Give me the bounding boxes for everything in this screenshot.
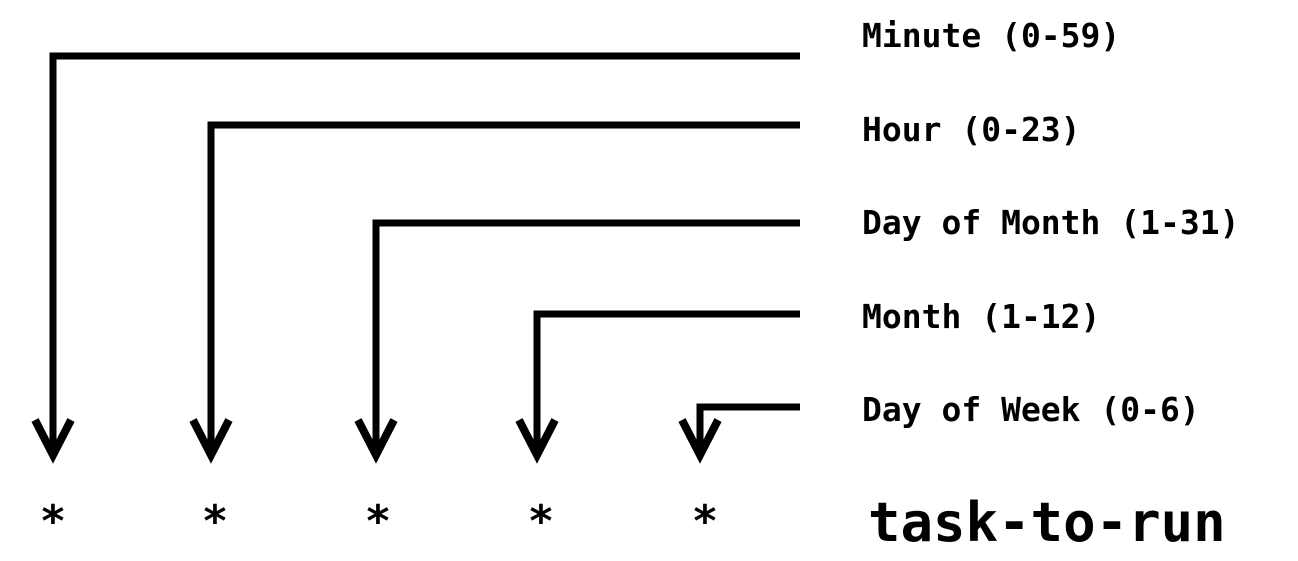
month-arrowhead: [515, 418, 559, 464]
hour-wildcard: *: [201, 496, 229, 547]
day-of-week-arrowhead: [678, 418, 722, 464]
hour-label: Hour (0-23): [862, 110, 1081, 149]
month-wildcard: *: [527, 496, 555, 547]
minute-arrowhead: [31, 418, 75, 464]
command-label: task-to-run: [868, 491, 1226, 554]
month-label: Month (1-12): [862, 297, 1101, 336]
day-of-month-wildcard: *: [364, 496, 392, 547]
minute-connector: [49, 52, 800, 455]
day-of-week-connector: [696, 403, 800, 455]
day-of-month-arrowhead: [354, 418, 398, 464]
day-of-month-label: Day of Month (1-31): [862, 203, 1240, 242]
day-of-month-connector: [372, 219, 800, 455]
day-of-week-wildcard: *: [691, 496, 719, 547]
month-connector: [533, 310, 800, 455]
hour-arrowhead: [189, 418, 233, 464]
minute-wildcard: *: [39, 496, 67, 547]
minute-label: Minute (0-59): [862, 16, 1121, 55]
day-of-week-label: Day of Week (0-6): [862, 390, 1200, 429]
hour-connector: [207, 121, 800, 455]
